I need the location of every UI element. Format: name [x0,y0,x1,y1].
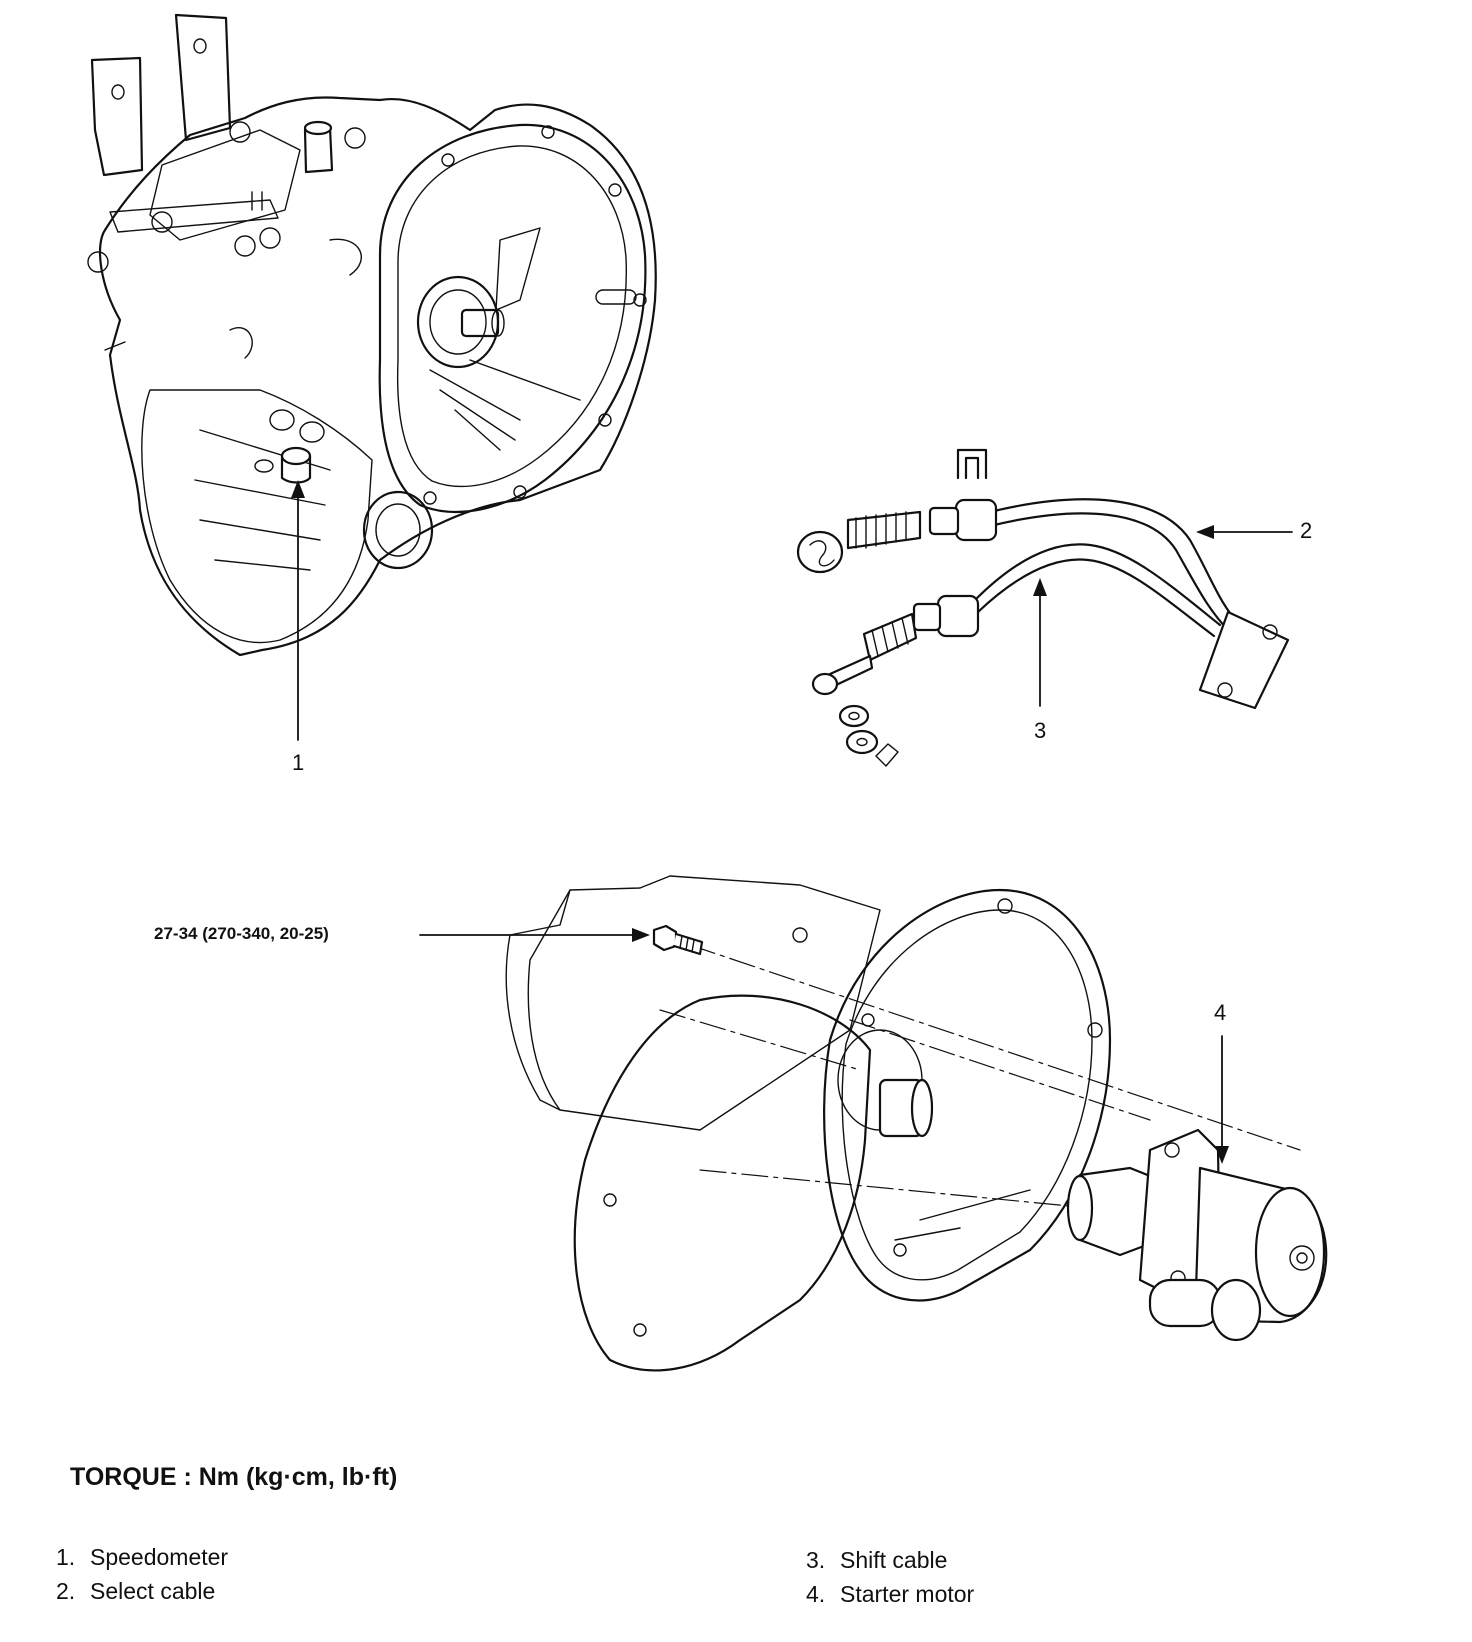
leader-4 [1215,1035,1229,1164]
transaxle-assembly [87,13,657,657]
legend-item-label: Shift cable [840,1547,948,1573]
torque-units-title: TORQUE : Nm (kg·cm, lb·ft) [70,1463,398,1491]
callout-3: 3 [1034,718,1047,743]
legend-item-number: 2. [56,1578,76,1604]
legend-item-number: 4. [806,1581,826,1607]
transaxle-rear-view [505,875,1301,1372]
callout-1: 1 [292,750,305,775]
leader-1 [291,480,305,741]
leader-3 [1033,578,1047,707]
legend-item-label: Starter motor [840,1581,975,1607]
callout-2: 2 [1300,518,1313,543]
legend-item: 4. Starter motor [806,1581,974,1615]
callout-4: 4 [1214,1000,1227,1025]
legend-item-label: Select cable [90,1578,216,1604]
legend-item-label: Speedometer [90,1544,229,1570]
legend-item: 1. Speedometer [56,1544,228,1578]
starter-motor-drawing [1066,1128,1328,1342]
leader-2 [1196,525,1293,539]
torque-spec-label: 27-34 (270-340, 20-25) [154,924,329,943]
legend-item: 3. Shift cable [806,1547,974,1581]
legend-item: 2. Select cable [56,1578,228,1612]
cable-assembly [796,448,1290,767]
legend-item-number: 3. [806,1547,826,1573]
legend-item-number: 1. [56,1544,76,1570]
legend-left: 1. Speedometer 2. Select cable [56,1544,228,1612]
torque-leader [419,928,650,942]
legend-right: 3. Shift cable 4. Starter motor [806,1547,974,1615]
mounting-bolt [652,924,704,956]
